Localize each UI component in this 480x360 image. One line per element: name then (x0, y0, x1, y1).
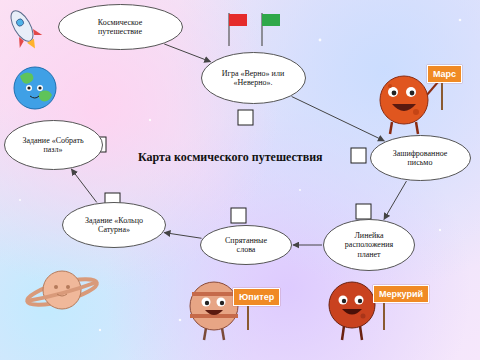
step-ellipse: Задание «Собрать пазл» (4, 120, 103, 170)
text-group: Линейка расположения планет (339, 231, 399, 259)
step-label: Зашифрованное письмо (387, 149, 453, 167)
step-label: Задание «Собрать пазл» (21, 136, 86, 154)
arrow-connector (292, 97, 385, 141)
planet-sign: Марс (427, 65, 462, 83)
step-ellipse: Игра «Верно» или «Неверно». (201, 52, 306, 104)
step-ellipse: Линейка расположения планет (323, 219, 415, 271)
arrow-connector (293, 245, 322, 246)
ellipse-shape (201, 226, 292, 265)
step-label: Линейка расположения планет (339, 231, 399, 259)
text-group: Задание «Собрать пазл» (21, 136, 86, 154)
text-group: Задание «Кольцо Сатурна» (80, 216, 148, 234)
step-ellipse: Космическое путешествие (58, 4, 183, 50)
arrow-connector (384, 181, 406, 219)
arrow-connector (164, 233, 201, 239)
ellipse-shape (4, 121, 102, 170)
ellipse-shape (201, 53, 305, 104)
text-group: Спрятанные слова (216, 236, 276, 254)
step-label: Задание «Кольцо Сатурна» (80, 216, 148, 234)
arrow-connector (71, 169, 96, 202)
step-ellipse: Задание «Кольцо Сатурна» (62, 202, 166, 248)
text-group: Игра «Верно» или «Неверно». (219, 69, 288, 87)
planet-sign: Юпитер (233, 288, 280, 306)
step-label: Спрятанные слова (216, 236, 276, 254)
step-ellipse: Спрятанные слова (200, 225, 292, 265)
text-group: Космическое путешествие (79, 18, 162, 36)
ellipse-shape (324, 220, 415, 271)
ellipse-shape (58, 5, 182, 50)
text-group: Зашифрованное письмо (387, 149, 453, 167)
step-label: Космическое путешествие (79, 18, 162, 36)
map-title: Карта космического путешествия (138, 150, 323, 165)
step-label: Игра «Верно» или «Неверно». (219, 69, 288, 87)
planet-sign: Меркурий (373, 285, 429, 303)
ellipse-shape (370, 136, 470, 181)
step-ellipse: Зашифрованное письмо (370, 135, 471, 181)
arrow-connector (164, 44, 210, 62)
ellipse-shape (63, 203, 166, 248)
